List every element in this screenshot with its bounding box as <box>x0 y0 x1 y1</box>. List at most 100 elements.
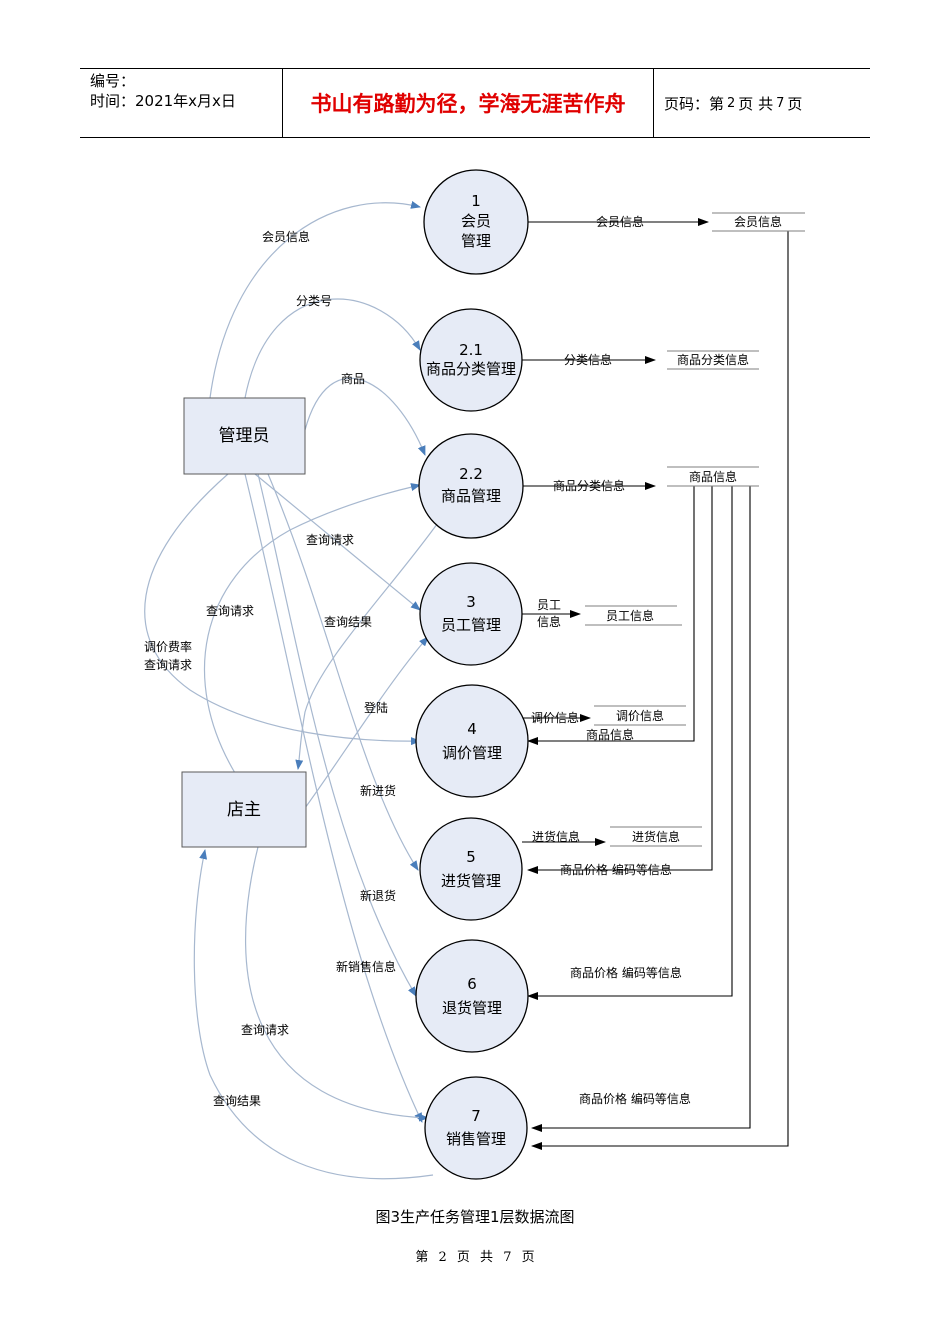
flow-admin-member <box>209 200 421 399</box>
process-7-circle <box>424 1076 528 1180</box>
flow-price-query <box>144 473 421 746</box>
flow-goods-result <box>295 519 441 770</box>
process-labels: 1 会员 管理 2.1 商品分类管理 2.2 商品管理 3 员工管理 4 调价管… <box>426 192 516 1148</box>
label-new-return: 新退货 <box>360 888 396 903</box>
flow-admin-query-staff <box>254 473 421 611</box>
flow-admin-category <box>244 298 421 399</box>
label-new-sale: 新销售信息 <box>336 959 396 974</box>
label-admin-member: 会员信息 <box>262 229 310 244</box>
label-p4-out: 调价信息 <box>531 710 579 725</box>
label-p3-out-1: 员工 <box>537 598 561 612</box>
label-admin-goods: 商品 <box>341 371 365 386</box>
process-2-1-circle <box>419 308 523 412</box>
figure-caption: 图3生产任务管理1层数据流图 <box>375 1208 575 1226</box>
store-member-info <box>712 212 805 232</box>
flow-p4-in <box>527 486 695 745</box>
label-p7-in: 商品价格 编码等信息 <box>579 1091 691 1106</box>
process-3-id: 3 <box>466 593 476 611</box>
label-admin-category: 分类号 <box>296 294 332 308</box>
process-4-circle <box>415 684 529 798</box>
store-goods-info <box>667 466 759 487</box>
flow-p6-in <box>527 486 733 1000</box>
entity-admin-label: 管理员 <box>219 426 270 446</box>
process-5-name: 进货管理 <box>441 872 501 890</box>
process-2-1-name: 商品分类管理 <box>426 360 516 378</box>
entity-owner-box <box>181 771 307 848</box>
process-7-id: 7 <box>471 1107 481 1125</box>
label-p4-in: 商品信息 <box>586 727 634 742</box>
page-number: 2 <box>727 95 736 111</box>
label-login: 登陆 <box>364 700 388 715</box>
doc-number: 编号： <box>90 72 136 90</box>
store-category-label: 商品分类信息 <box>677 352 749 367</box>
label-owner-query-sale: 查询请求 <box>241 1023 289 1037</box>
process-2-2-circle <box>418 433 524 539</box>
label-price-query-1: 调价费率 <box>144 639 192 654</box>
doc-date: 时间：2021年x月x日 <box>90 92 236 110</box>
process-1-name: 会员 <box>461 212 491 230</box>
label-p21-out: 分类信息 <box>564 352 612 367</box>
flow-p7-in-member <box>531 231 789 1150</box>
store-stock-info <box>610 826 702 847</box>
store-price-info <box>594 705 686 726</box>
store-goods-label: 商品信息 <box>689 469 737 484</box>
store-stock-label: 进货信息 <box>632 829 680 844</box>
header-page-info: 页码：第 2 页 共 7 页 <box>654 69 870 137</box>
label-p6-in: 商品价格 编码等信息 <box>570 965 682 980</box>
label-p5-out: 进货信息 <box>532 829 580 844</box>
process-1-name2: 管理 <box>461 232 491 250</box>
flow-new-stock <box>267 473 419 871</box>
label-p22-out: 商品分类信息 <box>553 478 625 493</box>
entity-admin-box <box>183 397 306 475</box>
process-2-2-id: 2.2 <box>459 465 483 483</box>
entity-owner-label: 店主 <box>227 800 261 820</box>
process-2-2-name: 商品管理 <box>441 487 501 505</box>
store-category-info <box>667 350 759 370</box>
store-staff-label: 员工信息 <box>606 608 654 623</box>
label-p5-in: 商品价格 编码等信息 <box>560 862 672 877</box>
flow-new-return <box>257 473 417 997</box>
flow-owner-query-goods <box>203 483 421 774</box>
process-6-id: 6 <box>467 975 477 993</box>
header-meta: 编号： 时间：2021年x月x日 <box>80 69 282 137</box>
store-labels: 会员信息 商品分类信息 商品信息 员工信息 调价信息 进货信息 <box>606 214 782 844</box>
process-1-id: 1 <box>471 192 481 210</box>
process-4-name: 调价管理 <box>442 744 502 762</box>
process-7-name: 销售管理 <box>446 1130 506 1148</box>
process-6-name: 退货管理 <box>442 999 502 1017</box>
process-1-circle <box>423 169 529 275</box>
label-owner-query-goods: 查询请求 <box>206 604 254 618</box>
flow-p5-in <box>527 486 713 874</box>
flow-owner-query-sale <box>245 846 429 1122</box>
flow-new-sale <box>244 473 423 1123</box>
process-3-name: 员工管理 <box>441 616 501 634</box>
flow-admin-goods <box>304 377 426 456</box>
process-3-circle <box>419 562 523 666</box>
flow-sale-result <box>193 849 434 1180</box>
store-member-label: 会员信息 <box>734 214 782 229</box>
label-p1-out: 会员信息 <box>596 214 644 229</box>
page-mid: 页 共 <box>738 94 774 113</box>
page-footer: 第 2 页 共 7 页 <box>415 1250 535 1265</box>
store-flows <box>521 218 789 1150</box>
label-new-stock: 新进货 <box>360 783 396 798</box>
label-admin-query: 查询请求 <box>306 533 354 547</box>
store-price-label: 调价信息 <box>616 708 664 723</box>
page-suffix: 页 <box>787 94 803 113</box>
flow-p7-in-goods <box>531 486 751 1132</box>
flow-labels: 会员信息 分类号 商品 查询请求 查询请求 查询结果 调价费率 查询请求 登陆 … <box>144 214 691 1108</box>
page-header: 编号： 时间：2021年x月x日 书山有路勤为径，学海无涯苦作舟 页码：第 2 … <box>80 68 870 138</box>
process-5-id: 5 <box>466 848 476 866</box>
data-stores <box>585 212 805 847</box>
process-2-1-id: 2.1 <box>459 341 483 359</box>
label-price-query-2: 查询请求 <box>144 658 192 672</box>
page-total: 7 <box>776 95 785 111</box>
label-p3-out-2: 信息 <box>537 614 561 629</box>
label-sale-result: 查询结果 <box>213 1094 261 1108</box>
page-prefix: 页码：第 <box>664 94 725 113</box>
flow-login <box>304 636 429 809</box>
processes <box>415 169 529 1180</box>
entity-flows <box>144 200 441 1180</box>
process-5-circle <box>419 817 523 921</box>
